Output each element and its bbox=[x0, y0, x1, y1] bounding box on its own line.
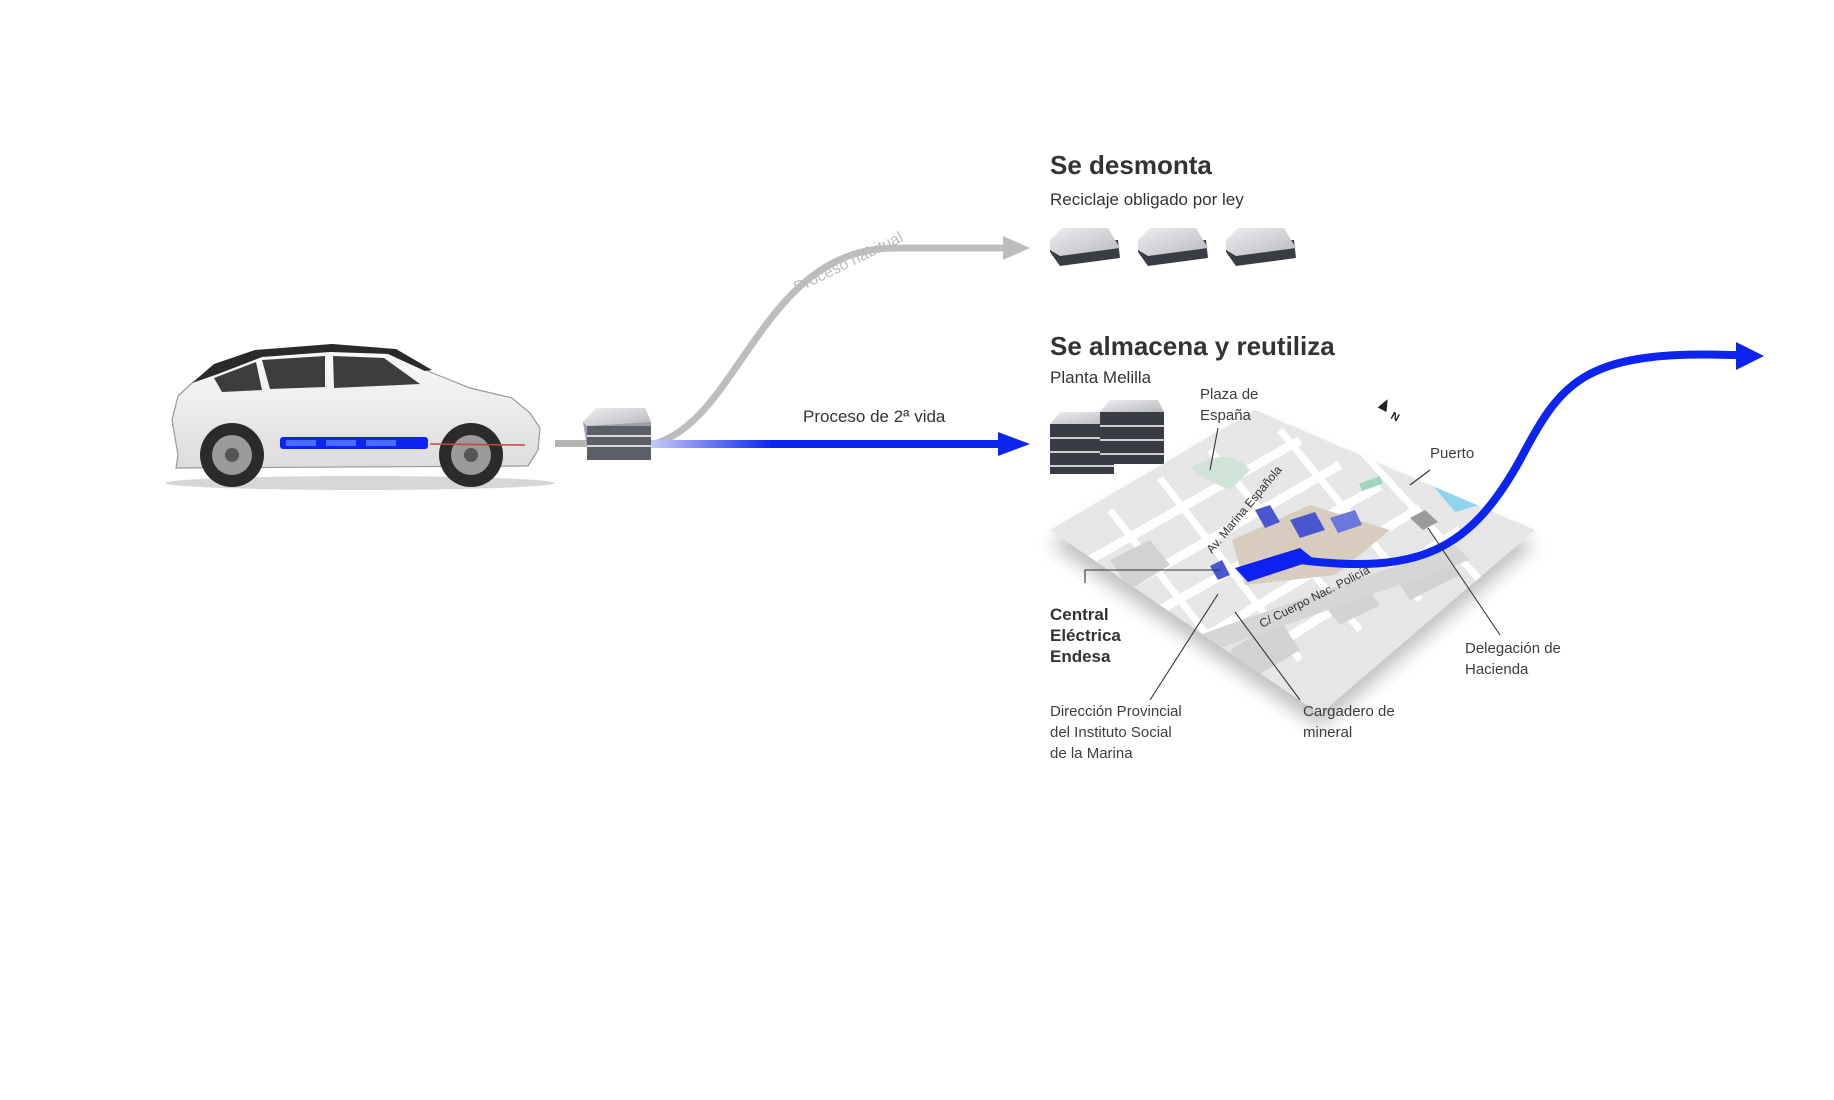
car-icon bbox=[165, 344, 555, 490]
desmonta-subtitle: Reciclaje obligado por ley bbox=[1050, 190, 1244, 209]
north-label: N bbox=[1389, 410, 1402, 424]
arrow-energy-out bbox=[1296, 342, 1764, 569]
battery-module-icon bbox=[1050, 228, 1120, 266]
north-arrow-icon bbox=[1377, 399, 1388, 413]
battery-module-icon bbox=[1226, 228, 1296, 266]
battery-module-icon bbox=[1138, 228, 1208, 266]
puerto-label: Puerto bbox=[1430, 445, 1475, 462]
battery-icon bbox=[583, 408, 651, 460]
arrow-proceso-habitual bbox=[649, 236, 1030, 449]
proceso-habitual-label: Proceso habitual bbox=[791, 229, 906, 297]
proceso-2a-vida-label: Proceso de 2ª vida bbox=[803, 407, 946, 426]
melilla-map bbox=[1050, 410, 1535, 714]
recycled-modules bbox=[1050, 228, 1296, 266]
connector-bar bbox=[555, 440, 587, 447]
map-leader-lines bbox=[1084, 427, 1501, 701]
stored-modules bbox=[1050, 400, 1164, 474]
desmonta-title: Se desmonta bbox=[1050, 150, 1212, 180]
almacena-subtitle: Planta Melilla bbox=[1050, 368, 1152, 387]
almacena-title: Se almacena y reutiliza bbox=[1050, 331, 1335, 361]
arrow-proceso-2a-vida bbox=[650, 432, 1030, 456]
